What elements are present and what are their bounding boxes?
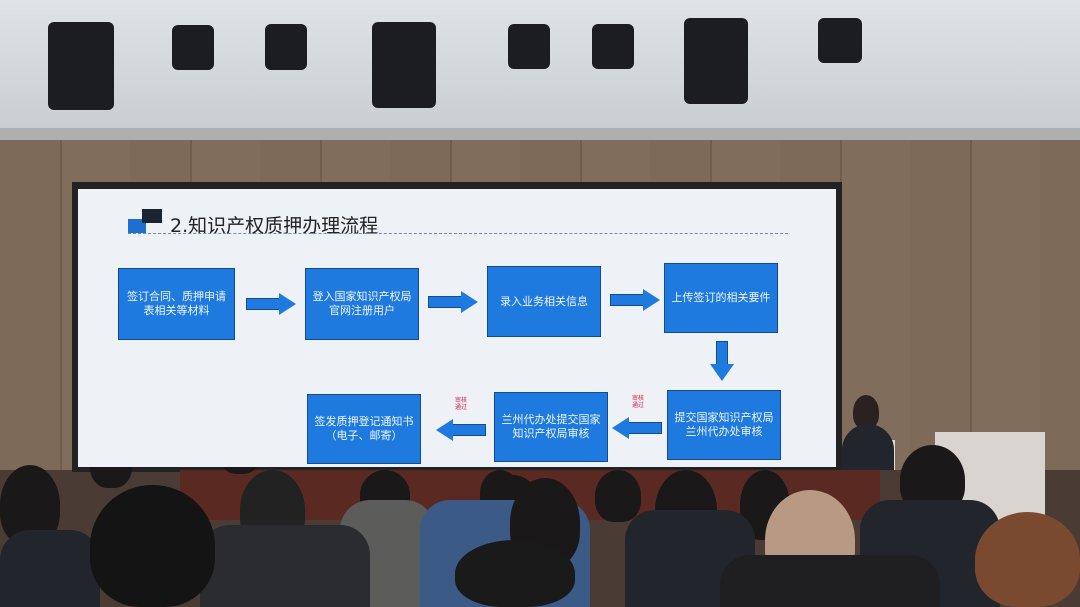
flow-step-6: 兰州代办处提交国家知识产权局审核 <box>494 392 608 462</box>
arrow-left-icon <box>436 419 486 441</box>
audience-body <box>200 525 370 607</box>
stage-light <box>508 24 550 69</box>
title-divider <box>128 233 788 234</box>
flow-step-4: 上传签订的相关要件 <box>664 263 778 333</box>
approval-note: 审核通过 <box>455 397 468 411</box>
stage-light <box>265 24 307 70</box>
approval-note: 审核通过 <box>632 395 645 409</box>
stage-light <box>818 18 862 63</box>
audience-head <box>595 470 641 522</box>
ceiling <box>0 0 1080 140</box>
arrow-right-icon <box>246 293 296 315</box>
flow-step-1: 签订合同、质押申请表相关等材料 <box>118 268 235 340</box>
flow-step-5: 提交国家知识产权局兰州代办处审核 <box>667 390 781 460</box>
slide-title: 2.知识产权质押办理流程 <box>170 215 379 237</box>
arrow-right-icon <box>428 291 478 313</box>
flow-step-7: 签发质押登记通知书（电子、邮寄） <box>307 394 421 464</box>
stage-light <box>48 22 114 110</box>
audience-body <box>0 530 100 607</box>
audience-head <box>90 485 215 607</box>
presentation-slide: 2.知识产权质押办理流程 签订合同、质押申请表相关等材料 登入国家知识产权局官网… <box>78 189 836 467</box>
presenter <box>853 395 879 429</box>
title-marker-icon <box>142 209 162 223</box>
stage-light <box>172 25 214 70</box>
stage-light <box>592 24 634 69</box>
arrow-down-icon <box>710 341 734 381</box>
title-marker-icon <box>128 219 146 233</box>
stage-light <box>372 22 436 108</box>
ceiling-edge <box>0 128 1080 142</box>
flow-step-2: 登入国家知识产权局官网注册用户 <box>305 268 419 340</box>
audience-head <box>455 540 575 607</box>
audience-head <box>975 512 1080 607</box>
flow-step-3: 录入业务相关信息 <box>487 266 601 337</box>
presenter-body <box>842 424 894 470</box>
stage-light <box>684 18 748 104</box>
audience-body <box>720 555 940 607</box>
arrow-left-icon <box>612 417 662 439</box>
arrow-right-icon <box>610 289 660 311</box>
